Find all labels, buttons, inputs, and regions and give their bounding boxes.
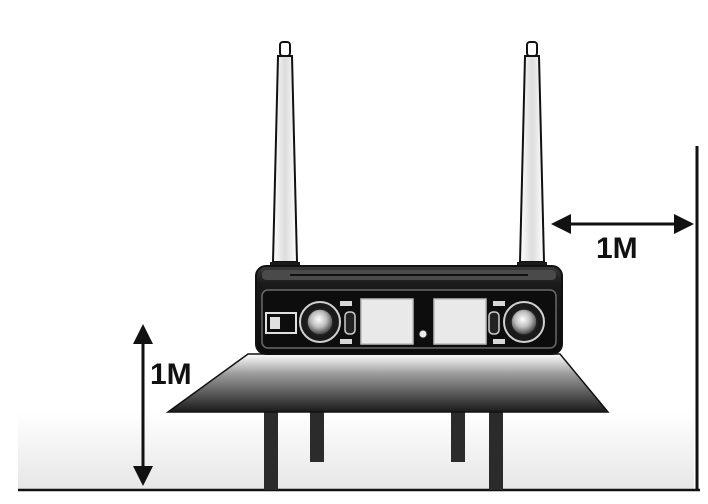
antenna-right: [517, 41, 547, 272]
table-leg-front-left: [264, 412, 278, 490]
right-channel-display: [433, 298, 487, 345]
left-channel-display: [360, 298, 414, 345]
left-volume-knob: [299, 301, 341, 343]
horizontal-distance-arrow: [551, 214, 694, 234]
ir-sensor: [418, 329, 428, 339]
vertical-distance-label: 1M: [150, 358, 192, 391]
antenna-left: [270, 41, 300, 272]
vertical-distance-arrow: [133, 324, 153, 486]
floor: [18, 412, 694, 490]
horizontal-distance-label: 1M: [596, 232, 638, 265]
table-leg-back-left: [310, 412, 324, 462]
wireless-receiver: [255, 265, 563, 355]
right-volume-knob: [503, 301, 545, 343]
table-legs: [264, 412, 503, 490]
table-leg-back-right: [451, 412, 465, 462]
table-top: [165, 353, 610, 413]
table-leg-front-right: [489, 412, 503, 490]
left-sync-button: [344, 311, 356, 335]
right-sync-button: [488, 311, 500, 335]
